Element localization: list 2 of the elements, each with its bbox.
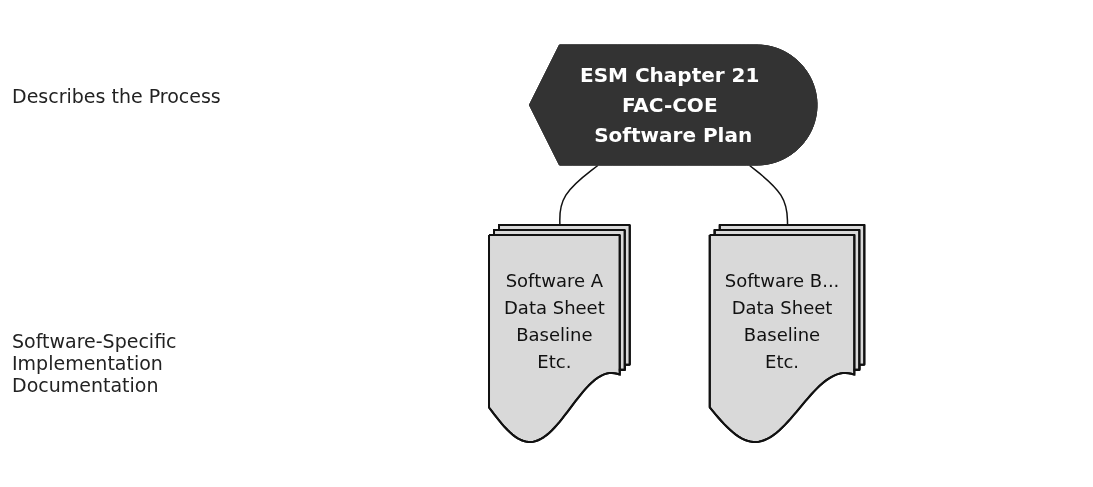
- side-label: Describes the Process: [12, 85, 222, 107]
- side-label: Software-Specific Implementation Documentation: [12, 330, 178, 396]
